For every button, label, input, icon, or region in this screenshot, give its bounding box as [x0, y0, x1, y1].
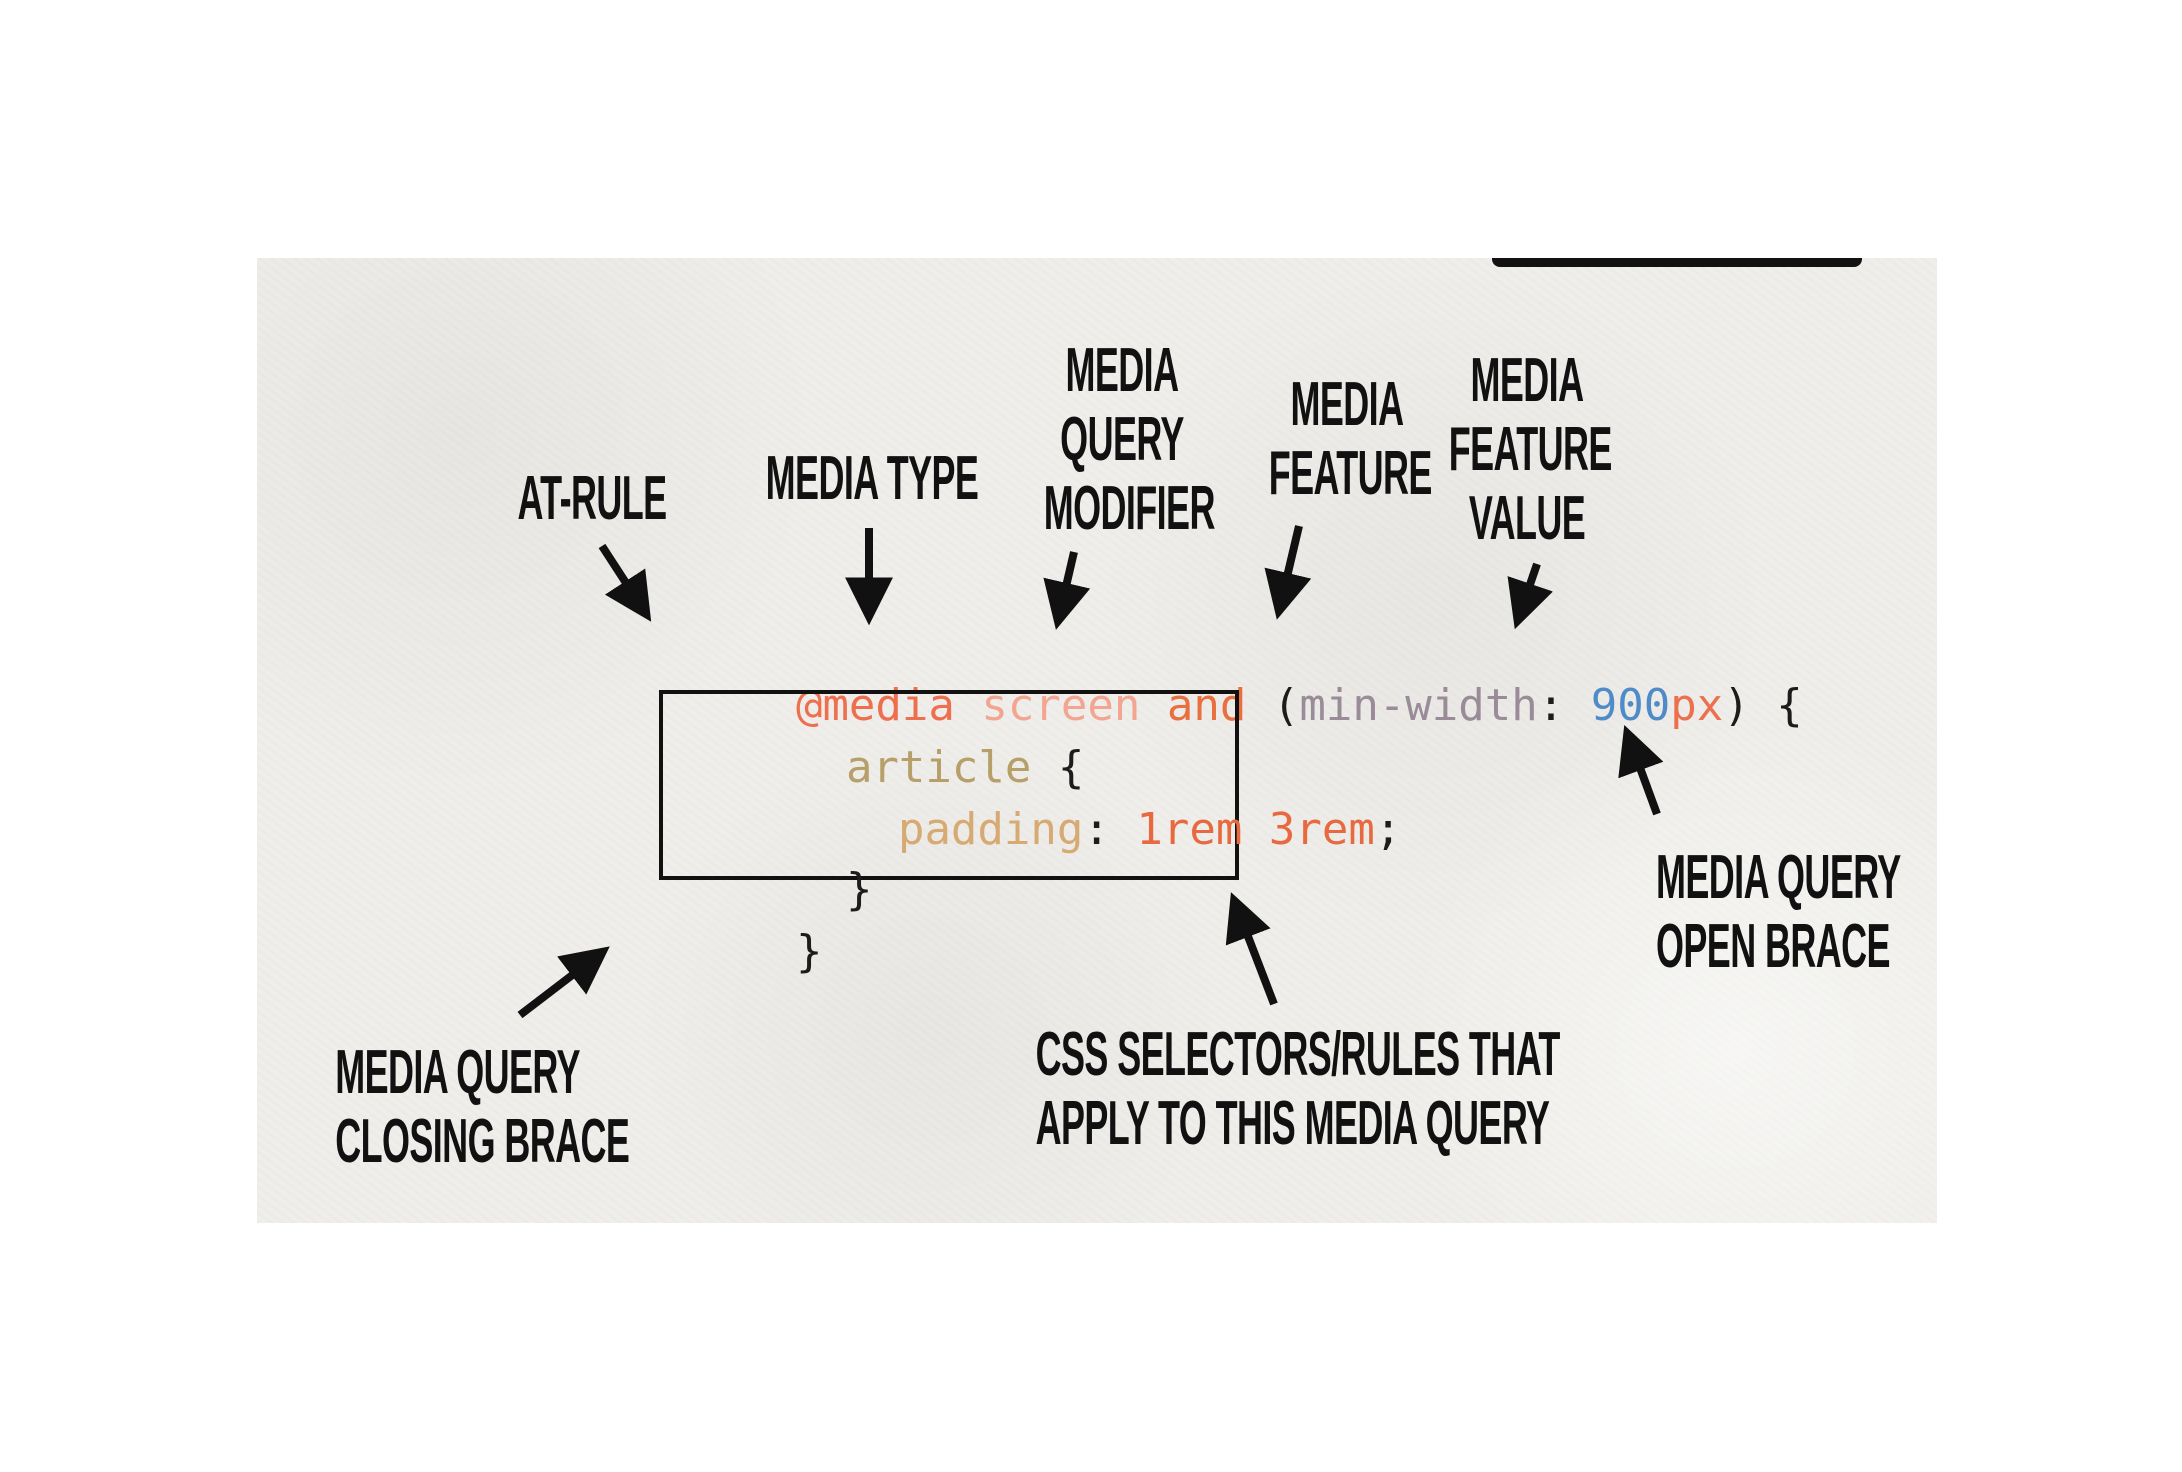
code-line-selector-close: }: [687, 824, 873, 956]
arrow-feature-value: [1507, 562, 1553, 630]
code-media-feature: min-width: [1299, 680, 1538, 731]
label-media-query-open-brace: MEDIA QUERY OPEN BRACE: [1656, 843, 1901, 981]
code-selector-close-brace: }: [845, 864, 873, 915]
code-paren-open: (: [1272, 680, 1300, 731]
label-media-type: MEDIA TYPE: [765, 444, 979, 513]
code-selector: article: [845, 742, 1032, 793]
top-edge-bar: [1492, 258, 1862, 267]
label-at-rule: AT-RULE: [517, 464, 667, 533]
code-declaration-colon: :: [1083, 804, 1110, 855]
arrow-at-rule: [598, 543, 652, 622]
code-colon: :: [1537, 680, 1565, 731]
slide: AT-RULE MEDIA TYPE MEDIA QUERY MODIFIER …: [257, 258, 1937, 1223]
code-line-selector: article {: [687, 702, 1084, 834]
code-line-declaration: padding: 1rem 3rem;: [739, 764, 1401, 896]
label-media-feature-value: MEDIA FEATURE VALUE: [1448, 346, 1613, 553]
code-value-1: 1rem: [1136, 804, 1243, 855]
label-css-selectors-rules: CSS SELECTORS/RULES THAT APPLY TO THIS M…: [1035, 1020, 1561, 1158]
code-semicolon: ;: [1374, 804, 1402, 855]
arrow-feature: [1264, 525, 1312, 620]
label-media-query-closing-brace: MEDIA QUERY CLOSING BRACE: [335, 1038, 630, 1176]
label-media-feature: MEDIA FEATURE: [1268, 370, 1433, 508]
rules-box: [659, 690, 1239, 880]
arrow-modifier: [1043, 551, 1091, 630]
code-feature-unit: px: [1670, 680, 1724, 731]
code-closing-brace: }: [795, 926, 823, 977]
code-selector-open-brace: {: [1057, 742, 1085, 793]
code-line-media-close: }: [637, 886, 823, 1018]
code-value-2: 3rem: [1268, 804, 1375, 855]
arrow-closing-brace: [517, 946, 610, 1019]
arrow-open-brace: [1618, 724, 1664, 816]
code-paren-close: ): [1723, 680, 1750, 731]
code-feature-number: 900: [1590, 680, 1671, 731]
code-property: padding: [897, 804, 1084, 855]
arrow-selectors-rules: [1225, 892, 1278, 1006]
label-media-query-modifier: MEDIA QUERY MODIFIER: [1043, 336, 1216, 543]
arrows-layer: [517, 525, 1664, 1019]
code-open-brace: {: [1776, 680, 1803, 731]
